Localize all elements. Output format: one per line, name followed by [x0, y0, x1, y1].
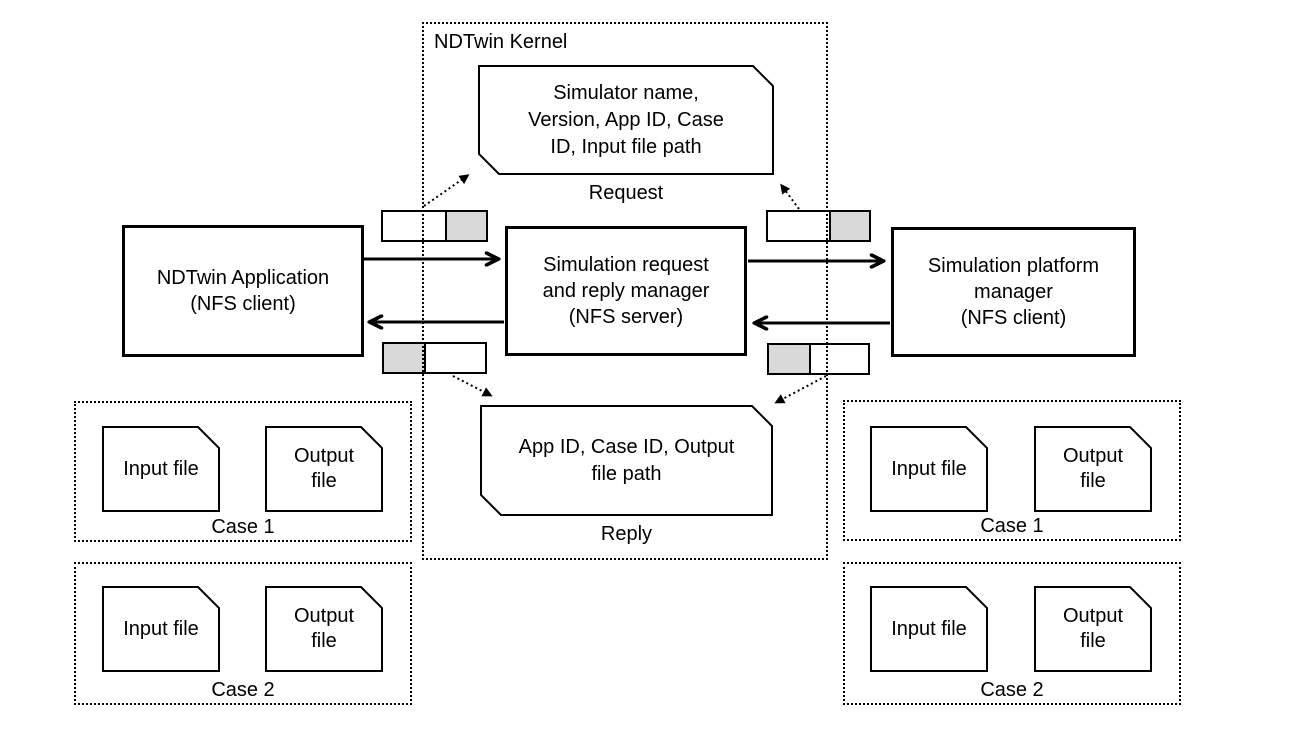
dotted-arrow-appflag-to-reply [452, 375, 493, 397]
reply-message-shape: App ID, Case ID, Output file path [480, 405, 773, 517]
dotted-arrow-platformflag-to-request [780, 183, 800, 210]
snip-corner-shape [480, 405, 773, 516]
file-label: Output file [293, 445, 355, 492]
output-file-shape: Output file [265, 426, 383, 512]
reply-flag-platform-icon [767, 343, 870, 375]
case-label: Case 2 [211, 679, 275, 701]
dotted-arrow-platformflag-to-reply [774, 375, 827, 404]
document-icon [870, 586, 988, 672]
node-label-line: manager [974, 281, 1053, 303]
request-message-text: Simulator name, Version, App ID, Case ID… [528, 81, 724, 158]
request-flag-app-icon [381, 210, 488, 242]
snip-corner-shape [478, 65, 774, 175]
node-label-line: Simulation request [543, 254, 709, 276]
simulation-platform-manager-node: Simulation platform manager (NFS client) [891, 227, 1136, 357]
case-label: Case 2 [980, 679, 1044, 701]
input-file-shape: Input file [870, 426, 988, 512]
document-icon [870, 426, 988, 512]
reply-flag-app-icon [382, 342, 487, 374]
document-icon [265, 426, 383, 512]
document-icon [265, 586, 383, 672]
file-label: Input file [891, 617, 967, 640]
request-reply-manager-node: Simulation request and reply manager (NF… [505, 226, 747, 356]
document-icon [1034, 586, 1152, 672]
case-box-app-2: Input file Output file Case 2 [74, 562, 412, 705]
node-label-line: (NFS client) [960, 307, 1067, 329]
document-icon [102, 586, 220, 672]
input-file-shape: Input file [102, 426, 220, 512]
input-file-shape: Input file [102, 586, 220, 672]
node-label-line: Simulation platform [927, 255, 1100, 277]
case-box-app-1: Input file Output file Case 1 [74, 401, 412, 542]
kernel-title: NDTwin Kernel [434, 31, 568, 53]
output-file-shape: Output file [265, 586, 383, 672]
input-file-shape: Input file [870, 586, 988, 672]
dotted-arrow-appflag-to-request [423, 174, 470, 207]
file-label: Input file [123, 457, 199, 480]
case-box-platform-2: Input file Output file Case 2 [843, 562, 1181, 705]
node-label-line: (NFS server) [568, 306, 684, 328]
reply-label: Reply [600, 523, 653, 545]
document-icon [102, 426, 220, 512]
file-label: Output file [1062, 605, 1124, 652]
request-label: Request [588, 182, 664, 204]
case-box-platform-1: Input file Output file Case 1 [843, 400, 1181, 541]
case-label: Case 1 [211, 516, 275, 538]
ndtwin-application-node: NDTwin Application (NFS client) [122, 225, 364, 357]
document-icon [1034, 426, 1152, 512]
node-label-line: NDTwin Application [156, 267, 330, 289]
request-flag-platform-icon [766, 210, 871, 242]
output-file-shape: Output file [1034, 426, 1152, 512]
request-message-shape: Simulator name, Version, App ID, Case ID… [478, 65, 774, 175]
node-label-line: (NFS client) [190, 293, 296, 315]
file-label: Output file [1062, 445, 1124, 492]
node-label-line: and reply manager [542, 280, 710, 302]
output-file-shape: Output file [1034, 586, 1152, 672]
file-label: Input file [891, 457, 967, 480]
case-label: Case 1 [980, 515, 1044, 537]
file-label: Input file [123, 617, 199, 640]
file-label: Output file [293, 605, 355, 652]
reply-message-text: App ID, Case ID, Output file path [518, 436, 735, 485]
